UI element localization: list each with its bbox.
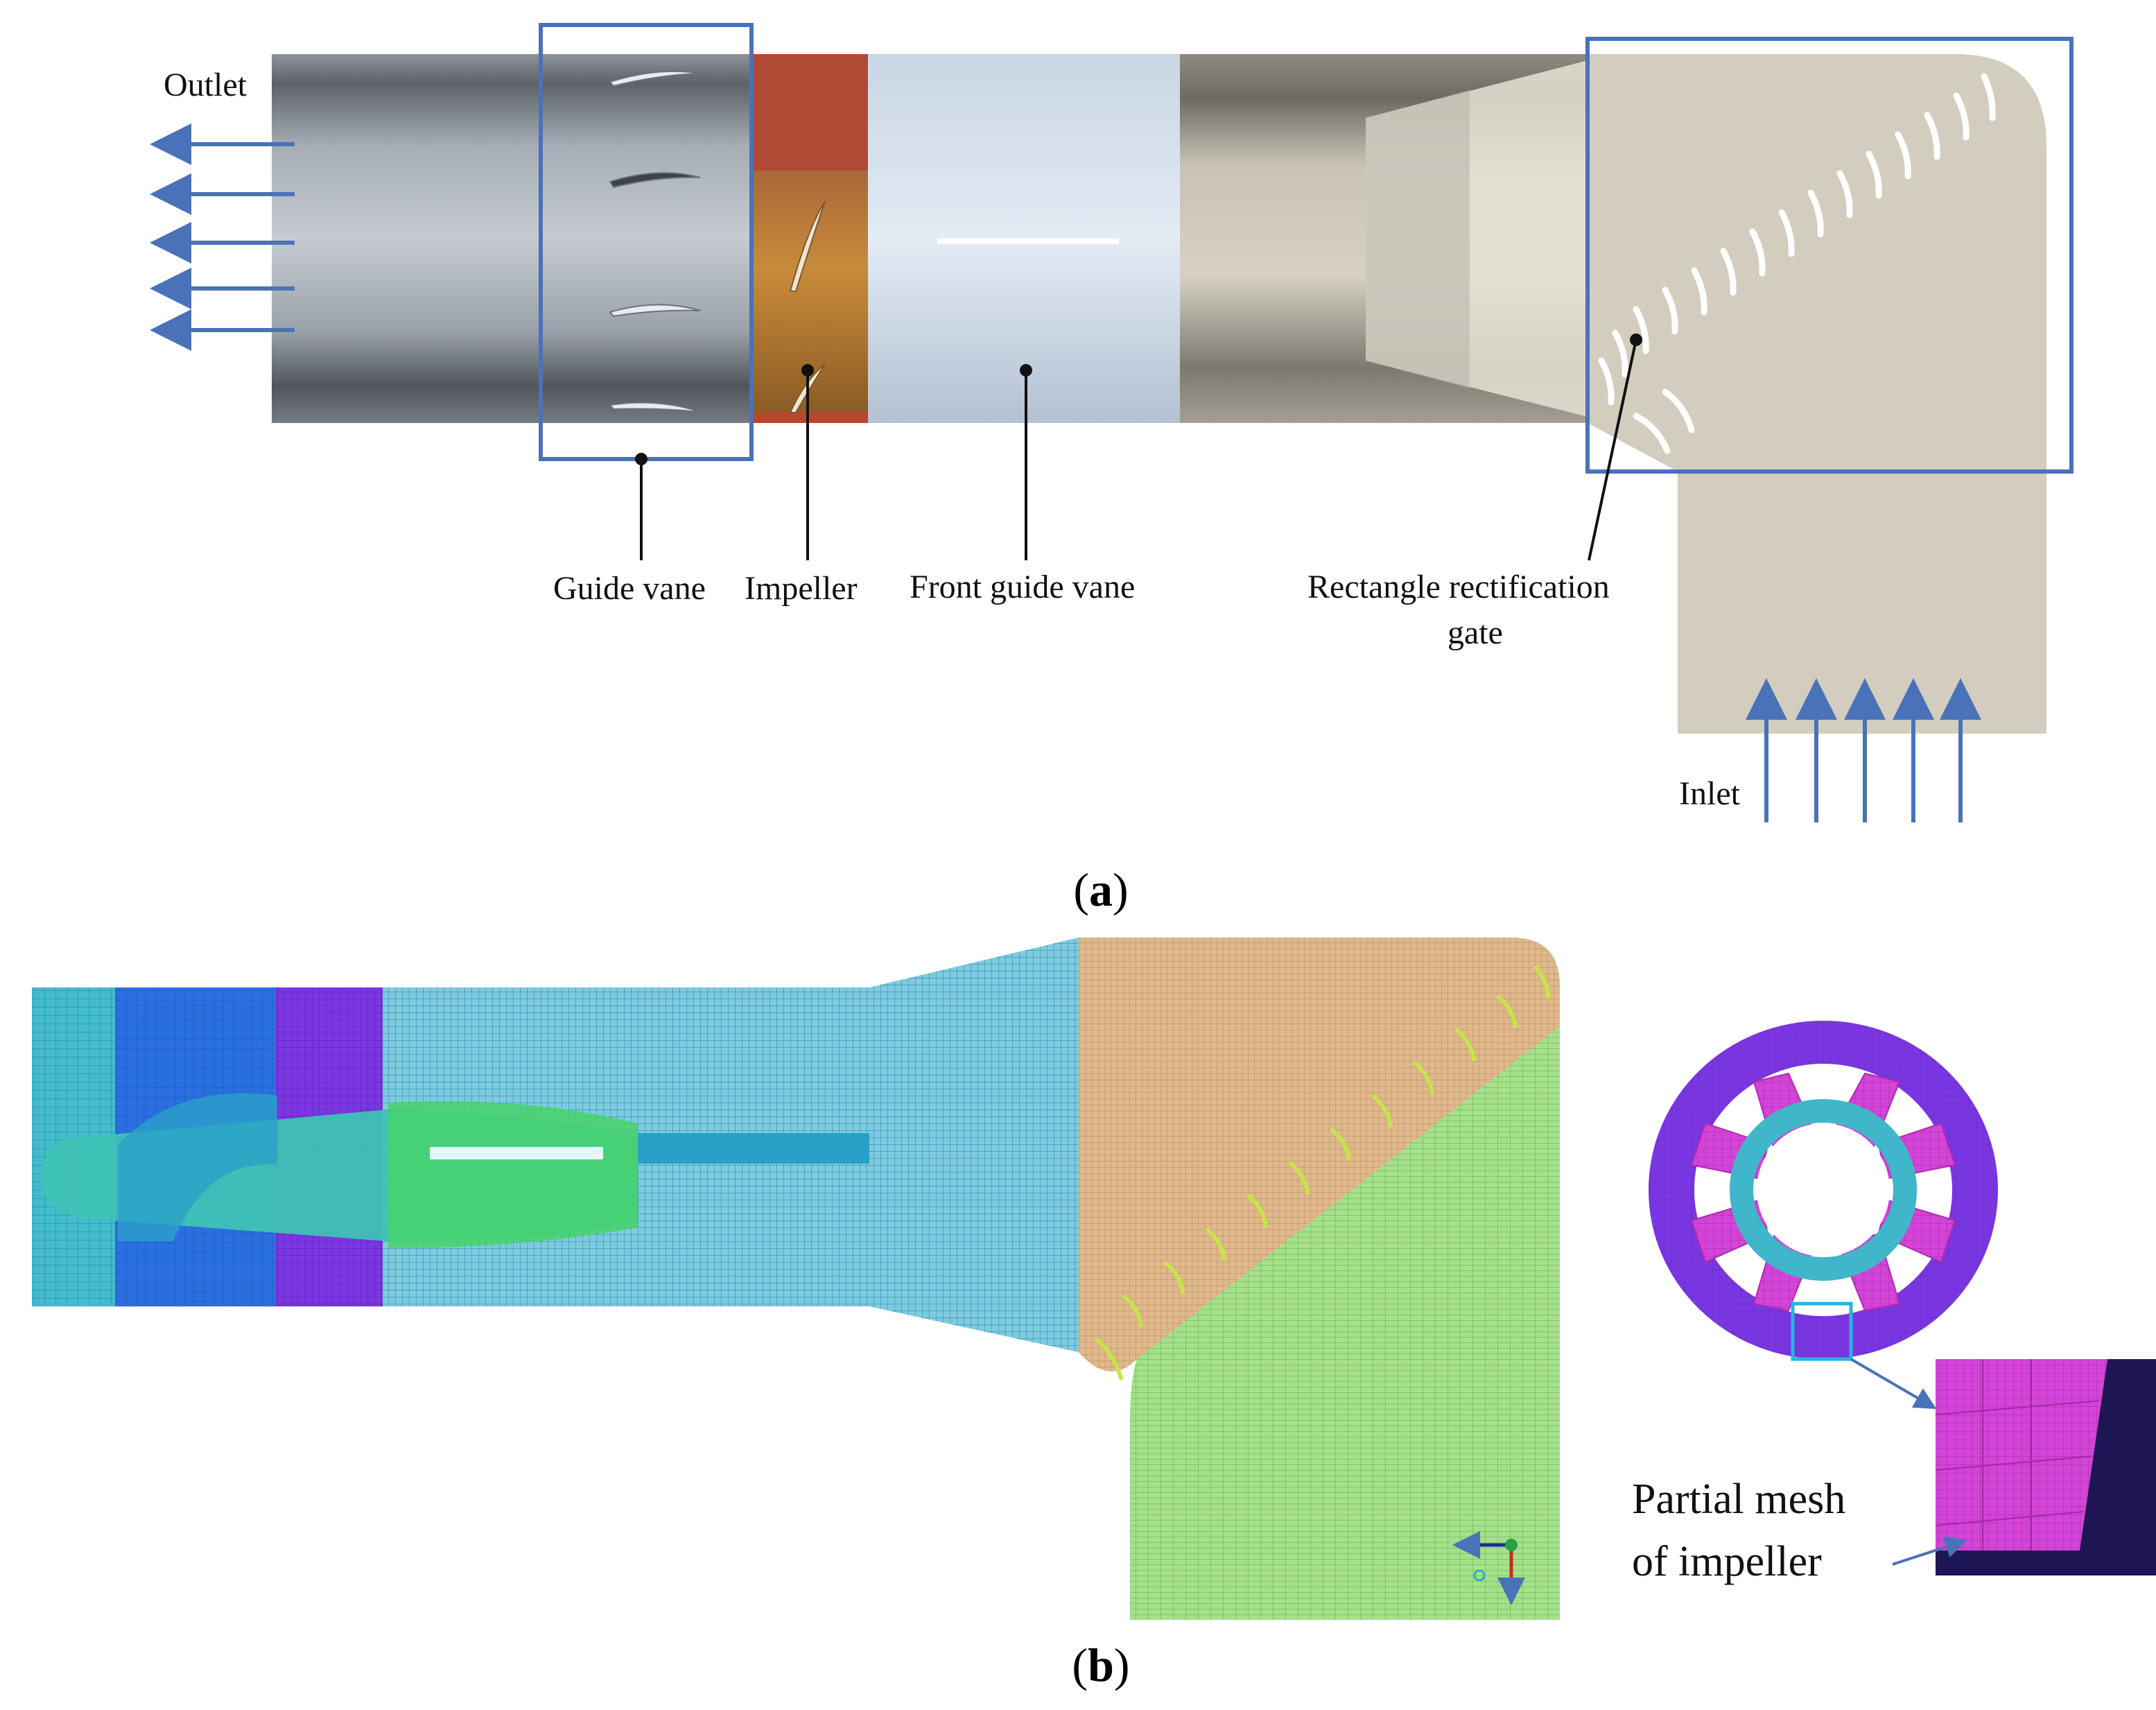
leader-lines [635,334,1642,561]
panel-a-caption: (a) [1073,863,1128,916]
guide-vane-blades [609,70,701,413]
mesh-hub-green [388,1101,638,1248]
rect-gate-label-line2: gate [1448,614,1503,651]
inset-label-arrow [1892,1536,1967,1566]
front-guide-vane-label: Front guide vane [910,569,1135,605]
outlet-flow-arrows [150,123,295,351]
mesh-gate-band [1094,965,1551,1381]
impeller-mesh-inset [1935,1359,2156,1575]
rect-gate-label-line1: Rectangle rectification [1307,569,1610,605]
mesh-hub-vane [118,1093,277,1241]
contraction-shade [1366,90,1470,388]
impeller-blade [789,200,826,292]
mesh-elbow-lower [1130,1026,1560,1620]
inlet-flow-arrows [1746,678,1981,822]
partial-mesh-label-line1: Partial mesh [1632,1476,1845,1523]
panel-a: Outlet Inlet Guide vane Impeller Front g… [150,23,2074,916]
impeller-mesh-ring [1649,1021,1998,1359]
rectification-gate-vanes [1598,73,1996,454]
outlet-label: Outlet [164,67,247,103]
impeller-label: Impeller [745,570,858,607]
mesh-contraction [869,938,1079,1352]
inlet-pipe [1678,472,2046,734]
panel-b: Partial mesh of impeller (b) [32,938,2156,1691]
inlet-label: Inlet [1679,775,1741,812]
impeller-zoom-box [1791,1302,1853,1361]
panel-b-caption: (b) [1072,1639,1129,1691]
guide-vane-label: Guide vane [553,570,706,607]
mesh-elbow-upper [1079,938,1560,1372]
axis-triad [1452,1531,1525,1605]
impeller-hub-top [750,54,868,171]
zoom-leader [1850,1358,1937,1410]
partial-mesh-label-line2: of impeller [1632,1538,1822,1585]
rectification-gate-callout-box [1585,37,2074,474]
mesh-hub-slot [430,1147,603,1159]
